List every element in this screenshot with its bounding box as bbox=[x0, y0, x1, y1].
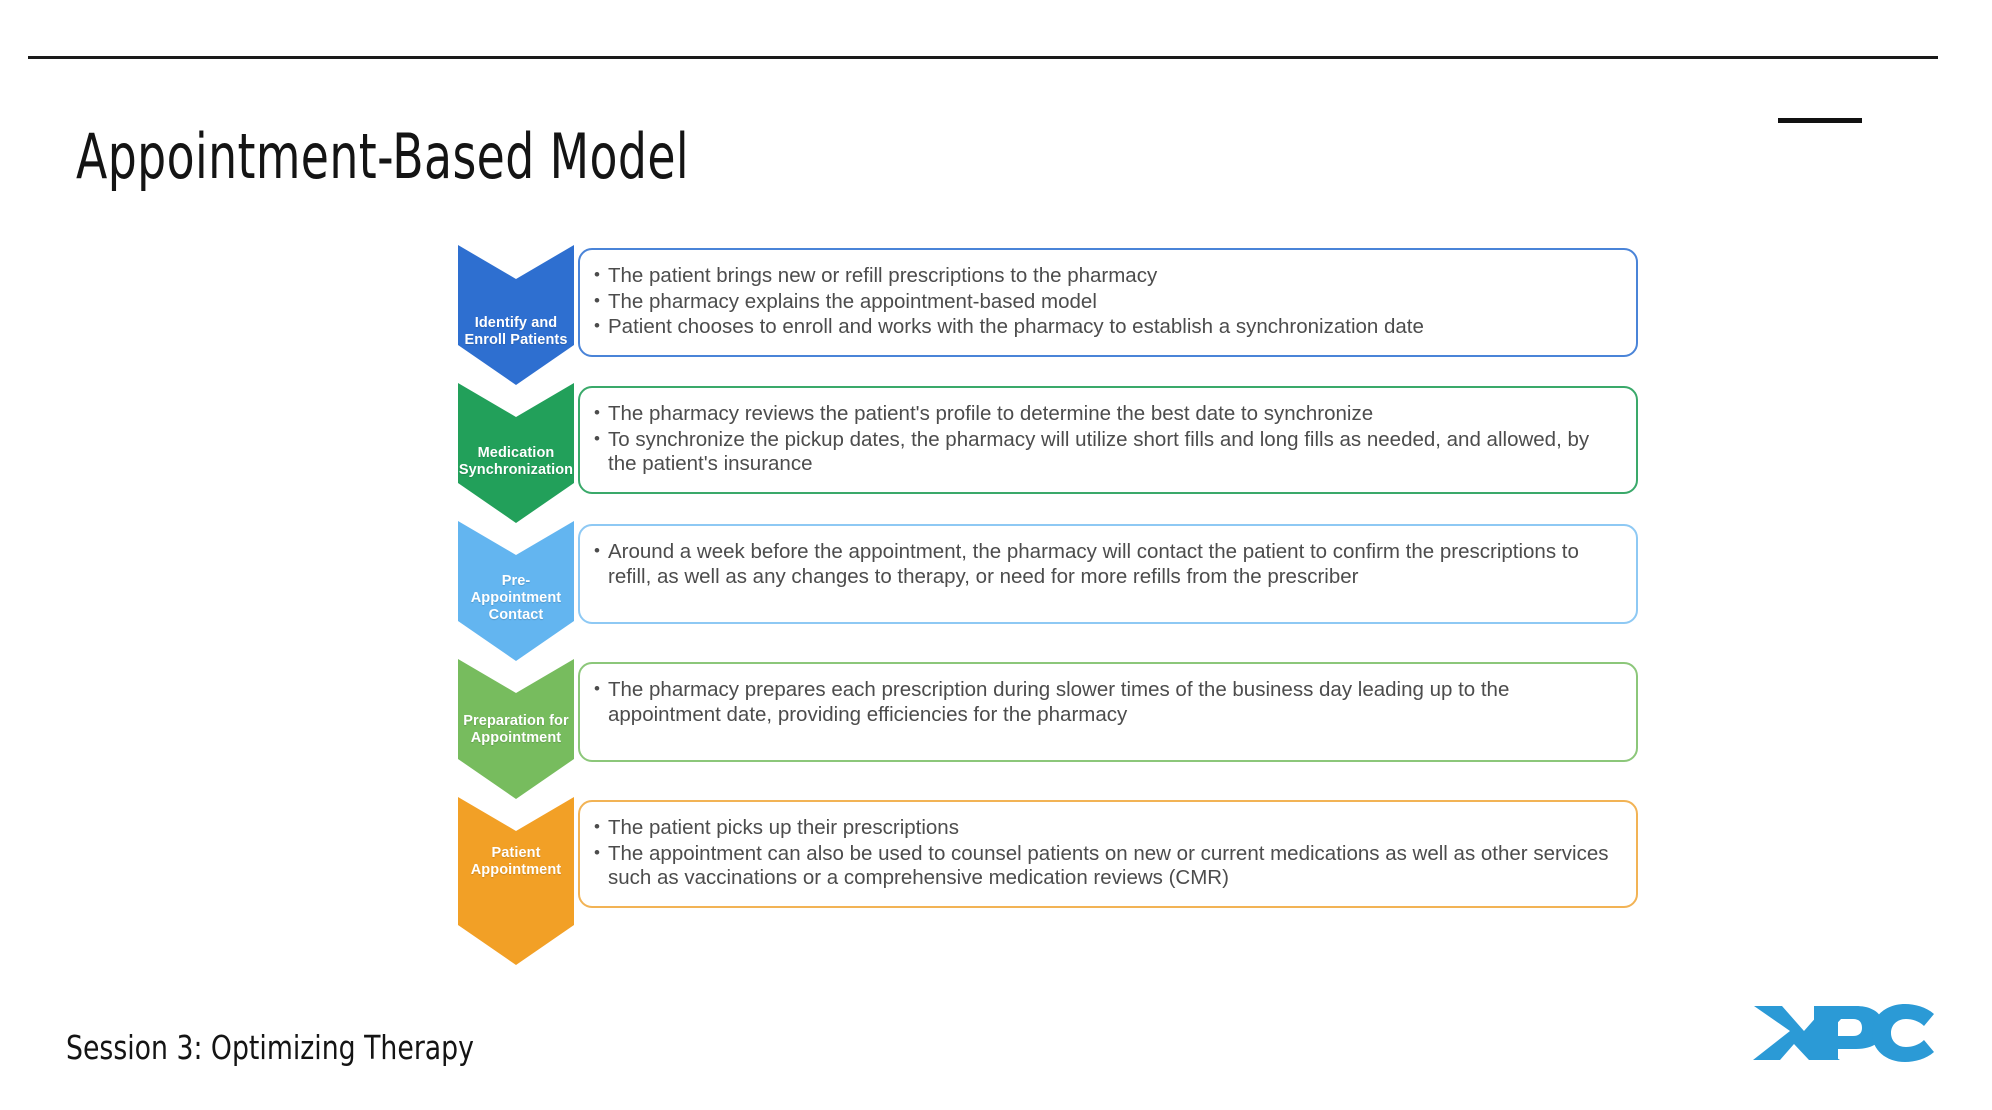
process-step-bullet: The pharmacy reviews the patient's profi… bbox=[594, 401, 1618, 427]
accent-rule bbox=[1778, 118, 1862, 123]
process-step-bullet-list: The patient picks up their prescriptions… bbox=[594, 815, 1618, 891]
top-divider-rule bbox=[28, 56, 1938, 59]
session-footer-label: Session 3: Optimizing Therapy bbox=[66, 1028, 474, 1067]
process-step-bullet: The patient brings new or refill prescri… bbox=[594, 263, 1618, 289]
chevron-arrow-icon bbox=[458, 245, 574, 385]
process-step-detail-box: Around a week before the appointment, th… bbox=[578, 524, 1638, 624]
process-step-detail-box: The patient picks up their prescriptions… bbox=[578, 800, 1638, 908]
page-title: Appointment-Based Model bbox=[76, 120, 690, 193]
chevron-arrow-icon bbox=[458, 521, 574, 661]
process-step: Pre-AppointmentContactAround a week befo… bbox=[458, 521, 1638, 661]
process-step-detail-box: The pharmacy prepares each prescription … bbox=[578, 662, 1638, 762]
process-step-detail-box: The patient brings new or refill prescri… bbox=[578, 248, 1638, 357]
process-step: MedicationSynchronizationThe pharmacy re… bbox=[458, 383, 1638, 523]
process-step: Preparation forAppointmentThe pharmacy p… bbox=[458, 659, 1638, 799]
chevron-arrow-icon bbox=[458, 797, 574, 965]
process-step-bullet-list: The pharmacy prepares each prescription … bbox=[594, 677, 1618, 727]
process-step-bullet-list: The patient brings new or refill prescri… bbox=[594, 263, 1618, 340]
process-step-bullet: To synchronize the pickup dates, the pha… bbox=[594, 427, 1618, 477]
process-step-bullet: The pharmacy explains the appointment-ba… bbox=[594, 289, 1618, 315]
process-step-bullet-list: The pharmacy reviews the patient's profi… bbox=[594, 401, 1618, 477]
process-step-bullet-list: Around a week before the appointment, th… bbox=[594, 539, 1618, 589]
process-step-bullet: The pharmacy prepares each prescription … bbox=[594, 677, 1618, 727]
process-step-bullet: The appointment can also be used to coun… bbox=[594, 841, 1618, 891]
process-step-bullet: Patient chooses to enroll and works with… bbox=[594, 314, 1618, 340]
chevron-arrow-icon bbox=[458, 659, 574, 799]
xpc-logo bbox=[1752, 1000, 1942, 1066]
process-step-detail-box: The pharmacy reviews the patient's profi… bbox=[578, 386, 1638, 494]
process-step-bullet: Around a week before the appointment, th… bbox=[594, 539, 1618, 589]
chevron-arrow-icon bbox=[458, 383, 574, 523]
process-step: PatientAppointmentThe patient picks up t… bbox=[458, 797, 1638, 965]
process-step-bullet: The patient picks up their prescriptions bbox=[594, 815, 1618, 841]
